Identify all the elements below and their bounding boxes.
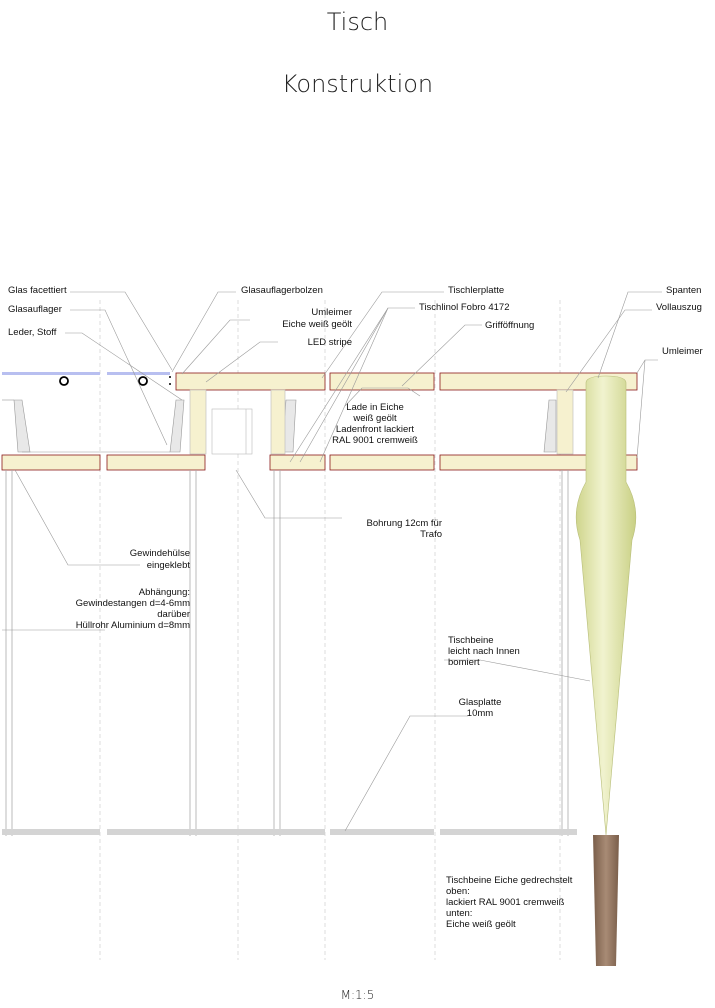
label-glasauflager: Glasauflager	[8, 304, 62, 315]
leader-lines	[2, 291, 662, 832]
label-leder-stoff: Leder, Stoff	[8, 327, 57, 338]
label-tischlinol: Tischlinol Fobro 4172	[419, 302, 510, 313]
top-panel	[175, 372, 638, 391]
label-tischbeine-eiche-4: unten:	[446, 908, 473, 919]
scale-label: M:1:5	[340, 988, 375, 1002]
leather-tray	[13, 399, 557, 453]
label-glasplatte-2: 10mm	[466, 708, 494, 719]
spanten	[189, 389, 574, 455]
label-abhaengung-1: Abhängung:	[138, 587, 190, 598]
label-griffoeffnung: Grifföffnung	[485, 320, 535, 331]
label-lade-1: Lade in Eiche	[346, 402, 404, 413]
label-gewinde-1: Gewindehülse	[129, 548, 190, 559]
trafo-box	[211, 408, 253, 455]
label-abhaengung-4: Hüllrohr Aluminium d=8mm	[75, 620, 190, 631]
label-led-stripe: LED stripe	[307, 337, 352, 348]
label-tischbeine-eiche-3: lackiert RAL 9001 cremweiß	[446, 897, 565, 908]
label-tischbeine-3: bomiert	[448, 657, 480, 668]
label-umleimer: Umleimer	[662, 346, 703, 357]
label-bohrung-2: Trafo	[420, 529, 442, 540]
label-gewinde-2: eingeklebt	[146, 560, 190, 571]
label-umleimer-eiche-2: Eiche weiß geölt	[282, 319, 352, 330]
glass-shelf	[2, 829, 577, 835]
label-lade-3: Ladenfront lackiert	[335, 424, 415, 435]
label-glas-facettiert: Glas facettiert	[8, 285, 67, 296]
label-abhaengung-3: darüber	[157, 609, 190, 620]
label-tischlerplatte: Tischlerplatte	[448, 285, 505, 296]
label-tischbeine-2: leicht nach Innen	[448, 646, 520, 657]
label-abhaengung-2: Gewindestangen d=4-6mm	[75, 598, 190, 609]
label-vollauszug: Vollauszug	[656, 302, 702, 313]
label-glasauflagerbolzen: Glasauflagerbolzen	[241, 285, 323, 296]
page-title: Tisch	[326, 8, 389, 36]
label-lade-2: weiß geölt	[353, 413, 397, 424]
label-glasplatte-1: Glasplatte	[458, 697, 502, 708]
label-umleimer-eiche-1: Umleimer	[311, 307, 352, 318]
label-tischbeine-eiche-1: Tischbeine Eiche gedrechstelt	[446, 875, 573, 886]
label-tischbeine-eiche-5: Eiche weiß geölt	[446, 919, 516, 930]
label-bohrung-1: Bohrung 12cm für	[366, 518, 442, 529]
bottom-panel	[1, 454, 638, 471]
label-spanten: Spanten	[666, 285, 702, 296]
label-lade-4: RAL 9001 cremweiß	[332, 435, 418, 446]
glass-facetted	[2, 372, 100, 375]
label-tischbeine-eiche-2: oben:	[446, 886, 470, 897]
table-leg	[575, 375, 637, 966]
page-subtitle: Konstruktion	[281, 70, 434, 98]
label-tischbeine-1: Tischbeine	[448, 635, 494, 646]
glass-bolt	[59, 376, 69, 386]
hanging-rods	[5, 470, 569, 836]
